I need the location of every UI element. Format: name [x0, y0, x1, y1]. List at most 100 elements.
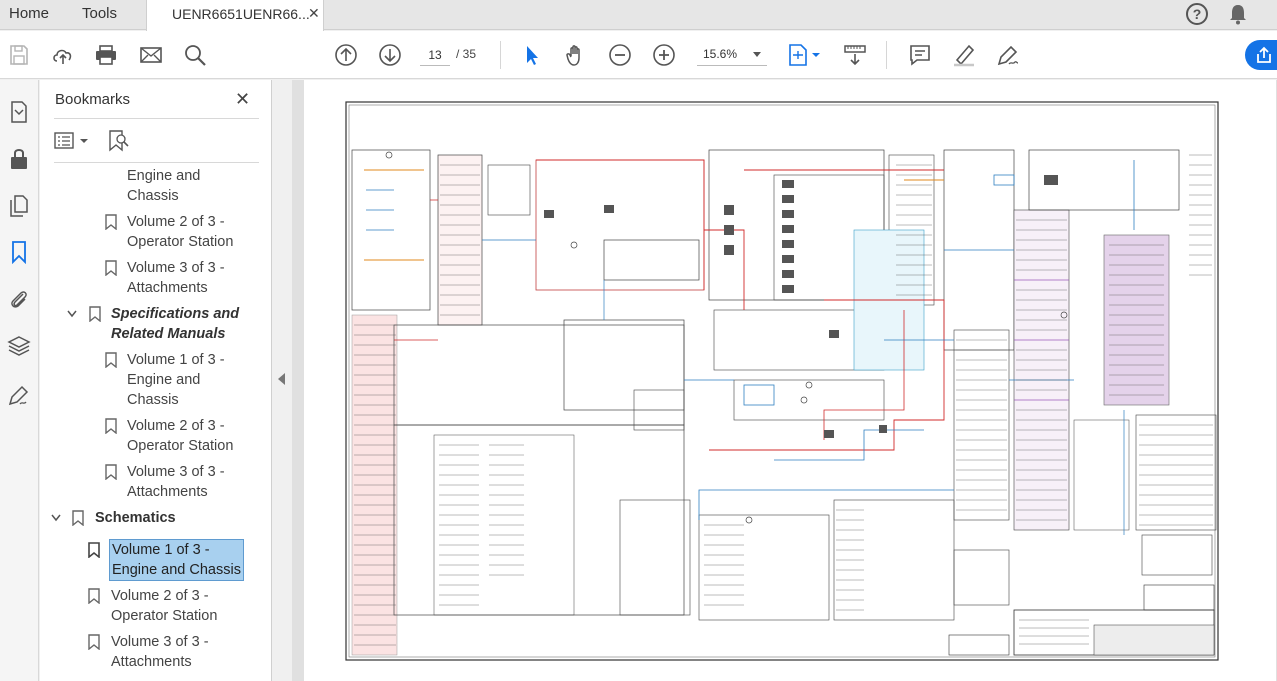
bookmark-label: Operator Station — [127, 234, 234, 250]
bookmark-label: Chassis — [127, 392, 179, 408]
tab-tools[interactable]: Tools — [82, 5, 118, 22]
panel-collapse-strip[interactable] — [272, 80, 292, 681]
bookmark-label: Operator Station — [127, 438, 234, 454]
select-arrow-icon[interactable] — [520, 43, 544, 67]
bookmark-icon — [105, 352, 117, 368]
tab-bar: Home Tools UENR6651UENR66... ✕ ? — [0, 0, 1277, 31]
chevron-down-icon — [753, 52, 761, 57]
bookmark-label: Related Manuals — [111, 326, 226, 342]
main-toolbar: / 35 15.6% — [0, 31, 1277, 79]
bookmarks-panel: Bookmarks ✕ Engine and Chassis Volume 2 … — [40, 80, 304, 681]
search-zoom-icon[interactable] — [183, 43, 207, 67]
options-menu-icon[interactable] — [54, 130, 90, 152]
navigation-rail — [0, 80, 39, 681]
bookmark-item[interactable]: Volume 2 of 3 - Operator Station — [127, 212, 233, 252]
print-icon[interactable] — [94, 43, 118, 67]
chevron-down-icon[interactable] — [67, 310, 77, 318]
bookmark-icon — [88, 542, 100, 558]
bookmark-item[interactable]: Volume 1 of 3 - Engine and Chassis — [127, 350, 225, 410]
toolbar-divider — [886, 41, 887, 69]
bookmark-label: Volume 1 of 3 - — [112, 542, 210, 558]
bookmark-label: Chassis — [127, 188, 179, 204]
bookmark-label: Volume 2 of 3 - — [127, 214, 225, 230]
save-icon[interactable] — [7, 43, 31, 67]
help-icon[interactable]: ? — [1186, 3, 1208, 25]
panel-title: Bookmarks — [55, 91, 131, 108]
collapse-arrow-icon[interactable] — [278, 373, 285, 385]
close-icon[interactable]: ✕ — [308, 5, 320, 21]
bookmark-item[interactable]: Specifications and Related Manuals — [111, 304, 239, 344]
share-button[interactable] — [1245, 40, 1277, 70]
bookmark-item[interactable]: Volume 3 of 3 - Attachments — [127, 258, 225, 298]
bookmark-icon — [105, 418, 117, 434]
bookmark-item[interactable]: Engine and Chassis — [127, 166, 200, 206]
upload-icon[interactable] — [51, 43, 75, 67]
lock-icon[interactable] — [7, 147, 31, 171]
bookmark-item-selected[interactable]: Volume 1 of 3 - Engine and Chassis — [109, 539, 244, 581]
toolbar-divider — [500, 41, 501, 69]
bell-icon[interactable] — [1228, 3, 1248, 25]
zoom-in-icon[interactable] — [652, 43, 676, 67]
bookmark-icon — [88, 634, 100, 650]
zoom-value: 15.6% — [703, 47, 738, 61]
fit-page-icon[interactable] — [787, 43, 823, 67]
attachments-pages-icon[interactable] — [7, 194, 31, 218]
close-icon[interactable]: ✕ — [235, 89, 251, 109]
bookmark-label: Volume 3 of 3 - — [111, 634, 209, 650]
bookmark-item[interactable]: Volume 2 of 3 - Operator Station — [127, 416, 233, 456]
bookmark-icon — [89, 306, 101, 322]
bookmark-item[interactable]: Schematics — [95, 508, 176, 528]
mail-icon[interactable] — [139, 43, 163, 67]
bookmark-label: Volume 1 of 3 - — [127, 352, 225, 368]
page-up-icon[interactable] — [334, 43, 358, 67]
bookmark-icon — [105, 464, 117, 480]
bookmark-item[interactable]: Volume 3 of 3 - Attachments — [111, 632, 209, 672]
bookmark-icon — [105, 214, 117, 230]
bookmark-label: Attachments — [111, 654, 192, 670]
bookmark-label: Volume 3 of 3 - — [127, 260, 225, 276]
bookmark-item[interactable]: Volume 2 of 3 - Operator Station — [111, 586, 217, 626]
paperclip-icon[interactable] — [7, 287, 31, 311]
panel-divider — [54, 118, 259, 119]
zoom-select[interactable]: 15.6% — [697, 44, 767, 66]
document-page — [304, 80, 1276, 681]
page-total: / 35 — [456, 47, 477, 61]
bookmark-label: Schematics — [95, 510, 176, 526]
bookmark-label: Specifications and — [111, 306, 240, 322]
page-thumbnails-icon[interactable] — [7, 100, 31, 124]
schematic-drawing — [345, 101, 1219, 661]
chevron-down-icon[interactable] — [51, 514, 61, 522]
add-bookmark-icon[interactable] — [107, 130, 129, 152]
comment-icon[interactable] — [908, 43, 932, 67]
zoom-out-icon[interactable] — [608, 43, 632, 67]
bookmark-label: Volume 2 of 3 - — [127, 418, 225, 434]
bookmark-label: Volume 2 of 3 - — [111, 588, 209, 604]
bookmark-label: Engine and — [127, 168, 201, 184]
bookmark-item[interactable]: Volume 3 of 3 - Attachments — [127, 462, 225, 502]
tab-document-label: UENR6651UENR66... — [172, 6, 310, 22]
tab-home[interactable]: Home — [9, 5, 50, 22]
highlight-icon[interactable] — [952, 43, 976, 67]
bookmark-label: Engine and — [127, 372, 201, 388]
bookmark-label: Engine and Chassis — [112, 562, 241, 578]
panel-divider — [54, 162, 259, 163]
bookmark-icon — [88, 588, 100, 604]
bookmark-tree: Engine and Chassis Volume 2 of 3 - Opera… — [40, 164, 256, 676]
bookmark-label: Volume 3 of 3 - — [127, 464, 225, 480]
share-icon — [1257, 46, 1271, 63]
bookmark-label: Attachments — [127, 484, 208, 500]
bookmark-icon[interactable] — [7, 240, 31, 264]
bookmark-icon — [105, 260, 117, 276]
signature-pen-icon[interactable] — [7, 383, 31, 407]
tab-document[interactable]: UENR6651UENR66... ✕ — [146, 0, 324, 31]
scroll-mode-icon[interactable] — [843, 43, 867, 67]
bookmark-icon — [72, 510, 84, 526]
bookmark-label: Operator Station — [111, 608, 218, 624]
layers-icon[interactable] — [7, 334, 31, 358]
document-viewport[interactable] — [292, 80, 1277, 681]
bookmark-label: Attachments — [127, 280, 208, 296]
sign-icon[interactable] — [996, 43, 1020, 67]
hand-icon[interactable] — [564, 43, 588, 67]
page-down-icon[interactable] — [378, 43, 402, 67]
page-number-input[interactable] — [420, 44, 450, 66]
